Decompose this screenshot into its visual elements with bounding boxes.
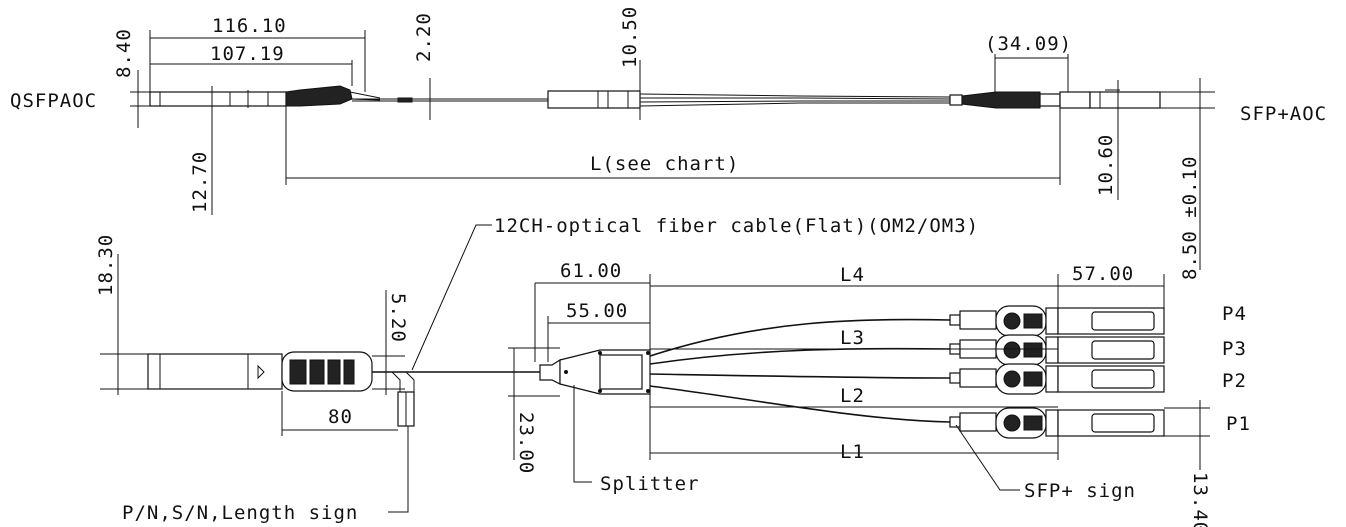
sfp-connector-p2: [949, 363, 1165, 395]
dim-107-19: 107.19: [210, 43, 285, 65]
l1-label: L1: [840, 441, 865, 463]
l2-label: L2: [840, 385, 865, 407]
top-sfp-connector: [961, 91, 1161, 109]
dim-8-40: 8.40: [113, 28, 135, 78]
sfp-sign-leader: [955, 424, 1020, 491]
pn-sign-leader: [388, 426, 409, 513]
dim-55-00: 55.00: [566, 300, 628, 322]
l-see-chart-label: L(see chart): [590, 153, 739, 175]
dim-13-40: 13.40: [1189, 472, 1211, 527]
sfp-connector-p1: [949, 407, 1165, 439]
dim-8-50-tolerance: 8.50 ±0.10: [1179, 156, 1201, 280]
dim-18-30: 18.30: [95, 234, 117, 296]
bottom-view: 12CH-optical fiber cable(Flat)(OM2/OM3) …: [95, 215, 1251, 527]
bottom-splitter: [539, 349, 651, 395]
sfp-connector-p3: [949, 334, 1165, 366]
splitter-label: Splitter: [600, 473, 700, 495]
sfp-sign-label: SFP+ sign: [1024, 480, 1136, 502]
dim-10-50: 10.50: [619, 6, 641, 68]
bottom-qsfp-connector: [147, 351, 373, 392]
qsfp-aoc-label: QSFPAOC: [10, 90, 97, 112]
top-splitter: [547, 90, 641, 109]
p1-label: P1: [1226, 413, 1251, 435]
dim-5-20: 5.20: [387, 293, 409, 343]
sfp-connector-p4: [949, 305, 1165, 337]
p2-label: P2: [1222, 370, 1247, 392]
l3-label: L3: [840, 327, 865, 349]
p3-label: P3: [1222, 338, 1247, 360]
splitter-leader: [573, 385, 592, 483]
dim-80: 80: [328, 406, 353, 428]
dim-116-10: 116.10: [212, 15, 287, 37]
dim-61-00: 61.00: [560, 260, 622, 282]
dim-23-00: 23.00: [515, 412, 537, 474]
dim-10-60: 10.60: [1095, 134, 1117, 196]
l4-label: L4: [840, 264, 865, 286]
p4-label: P4: [1222, 303, 1247, 325]
dim-57-00: 57.00: [1072, 263, 1134, 285]
pn-sn-length-sign-label: P/N,S/N,Length sign: [122, 502, 358, 524]
dim-34-09: (34.09): [985, 33, 1072, 55]
dim-12-70: 12.70: [189, 151, 211, 213]
fiber-cable-label: 12CH-optical fiber cable(Flat)(OM2/OM3): [494, 215, 979, 237]
sfp-aoc-label: SFP+AOC: [1240, 103, 1327, 125]
dim-2-20: 2.20: [413, 12, 435, 62]
top-view: 116.10 107.19 8.40 QSFPAOC 2.20 10.50 12…: [10, 6, 1327, 280]
fiber-cable-leader: [411, 224, 492, 371]
top-qsfp-connector: [149, 85, 381, 110]
